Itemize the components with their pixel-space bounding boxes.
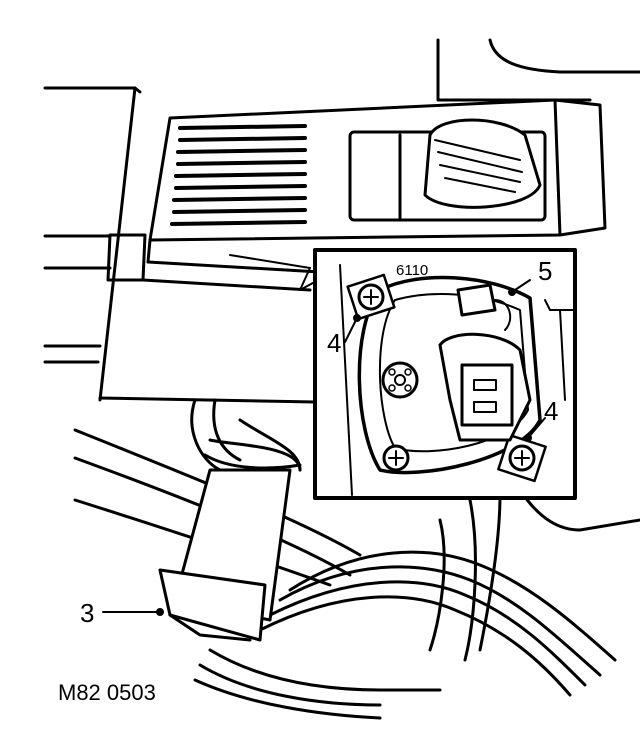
harness-connector-plug bbox=[158, 438, 302, 642]
vent-grille bbox=[170, 124, 307, 226]
screw-icon bbox=[346, 273, 396, 321]
callout-labels: 4 5 4 3 bbox=[80, 256, 558, 628]
grommet-icon bbox=[381, 361, 419, 399]
callout-label: 5 bbox=[538, 256, 552, 286]
rotary-knob-icon bbox=[423, 118, 542, 209]
upper-console bbox=[146, 98, 607, 264]
inset-detail: 6110 bbox=[313, 248, 577, 500]
callout-label: 4 bbox=[327, 328, 341, 358]
inset-pointer bbox=[229, 254, 323, 291]
dashboard-panel bbox=[43, 38, 640, 404]
inset-text: 6110 bbox=[396, 262, 428, 279]
screw-icon bbox=[382, 444, 410, 472]
callout-label: 3 bbox=[80, 598, 94, 628]
socket-terminal-icon bbox=[438, 283, 532, 442]
callout-label: 4 bbox=[544, 396, 558, 426]
figure-code: M82 0503 bbox=[58, 680, 156, 705]
callout-leaders bbox=[102, 279, 546, 616]
